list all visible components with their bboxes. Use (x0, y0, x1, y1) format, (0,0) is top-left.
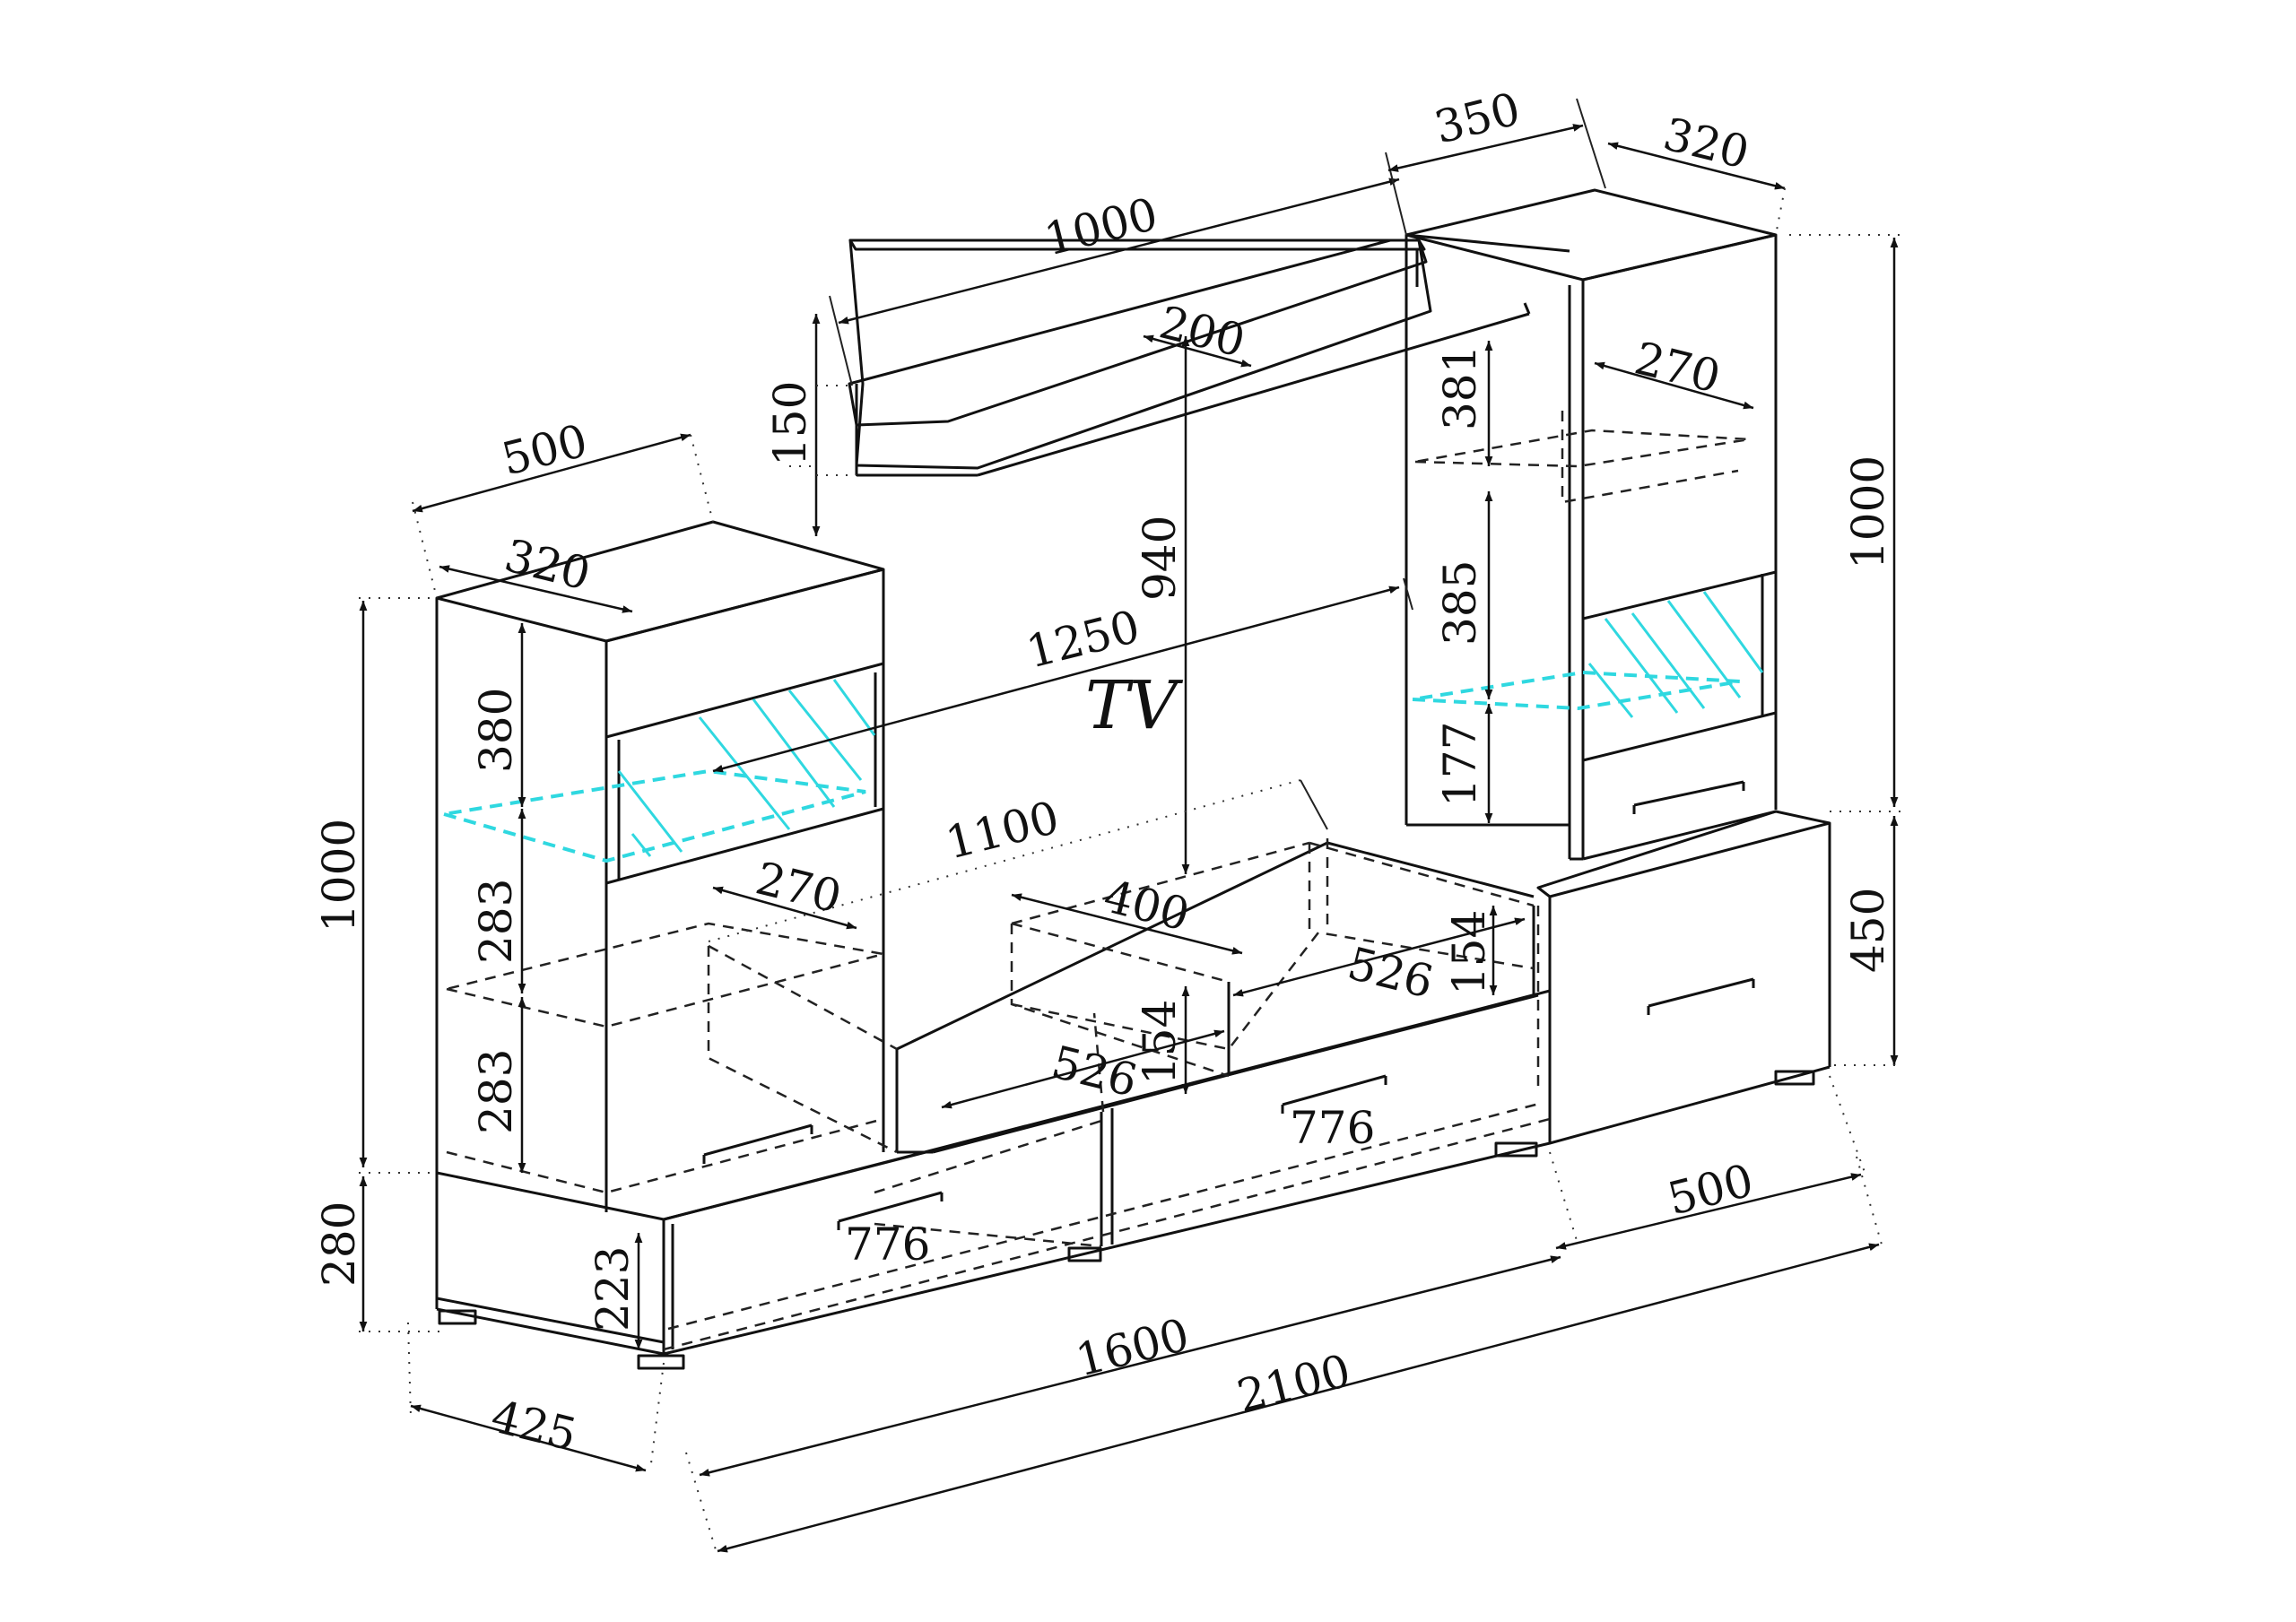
label-tv-bench-inner: 400 (1099, 870, 1195, 941)
left-base (435, 1171, 685, 1370)
label-drawer-height: 223 (587, 1246, 639, 1331)
label-right-base-height: 450 (1842, 888, 1894, 973)
wall-shelf (848, 239, 1531, 477)
right-base-cabinet (1494, 810, 1831, 1158)
label-left-gap-top: 380 (470, 688, 522, 773)
label-compartment-height-left: 154 (1134, 1000, 1186, 1085)
label-right-tower-height: 1000 (1842, 455, 1894, 569)
label-left-inner-depth: 270 (751, 852, 847, 923)
label-left-gap-low: 283 (470, 1049, 522, 1134)
label-right-base-width: 500 (1663, 1154, 1759, 1225)
label-overall-length: 2100 (1232, 1345, 1356, 1423)
label-left-tower-width: 500 (497, 414, 593, 485)
label-tv-space-height: 940 (1134, 516, 1186, 601)
dimension-lines (359, 98, 1901, 1557)
label-drawer-width-right: 776 (1290, 1102, 1375, 1154)
label-left-tower-height: 1000 (313, 819, 365, 932)
right-tower (1405, 188, 1778, 861)
label-left-gap-mid: 283 (470, 879, 522, 964)
label-compartment-width-left: 526 (1047, 1036, 1143, 1106)
label-right-gap-top: 381 (1434, 345, 1486, 430)
label-left-tower-depth: 320 (500, 529, 596, 600)
label-compartment-width-right: 526 (1343, 937, 1439, 1008)
label-compartment-height-right: 154 (1443, 910, 1495, 995)
label-drawer-width-left: 776 (845, 1219, 930, 1271)
label-shelf-depth: 200 (1154, 296, 1250, 367)
right-tower-glass (1412, 411, 1764, 718)
label-shelf-width: 1000 (1039, 188, 1163, 266)
label-left-base-depth: 425 (486, 1390, 582, 1461)
label-right-gap-mid: 385 (1434, 560, 1486, 646)
label-right-gap-low: 177 (1434, 722, 1486, 807)
label-tv-bench-depth: 1100 (941, 792, 1065, 870)
label-bench-length: 1600 (1071, 1309, 1195, 1387)
label-right-tower-depth: 320 (1658, 108, 1754, 178)
dimension-labels: 1000 350 320 200 150 940 1250 TV 381 385… (313, 82, 1894, 1461)
label-tv: TV (1085, 667, 1183, 744)
label-left-base-height: 280 (313, 1201, 365, 1287)
label-shelf-height: 150 (764, 381, 816, 466)
label-right-inner-depth: 270 (1630, 332, 1726, 403)
